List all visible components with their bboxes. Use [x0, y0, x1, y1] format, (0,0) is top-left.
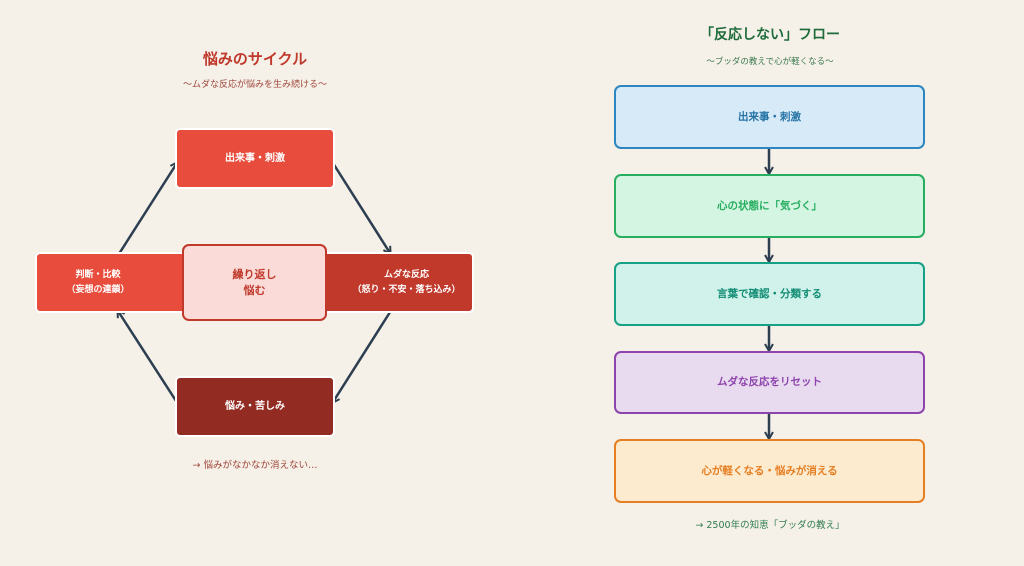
arrow-bottom-to-left [118, 311, 180, 405]
node-judgment: 判断・比較 （妄想の連鎖） [35, 252, 191, 313]
cycle-title: 悩みのサイクル [202, 50, 308, 68]
flow-step-3: 言葉で確認・分類する [614, 262, 925, 326]
arrow-left-to-top [115, 163, 177, 258]
flow-step-4: ムダな反応をリセット [614, 351, 925, 414]
cycle-footer: → 悩みがなかなか消えない… [192, 460, 318, 471]
flow-step-2: 心の状態に「気づく」 [614, 174, 925, 238]
node-reaction: ムダな反応 （怒り・不安・落ち込み） [319, 252, 474, 313]
flow-title: 「反応しない」フロー [700, 27, 840, 43]
flow-step-5: 心が軽くなる・悩みが消える [614, 439, 925, 503]
node-event: 出来事・刺激 [175, 128, 335, 189]
arrow-top-to-right [329, 159, 390, 253]
arrow-right-to-bottom [333, 308, 394, 402]
flow-subtitle: 〜ブッダの教えで心が軽くなる〜 [706, 57, 834, 67]
node-center-repeat: 繰り返し 悩む [182, 244, 327, 321]
flow-footer: → 2500年の知恵「ブッダの教え」 [695, 520, 845, 531]
cycle-subtitle: 〜ムダな反応が悩みを生み続ける〜 [182, 80, 327, 90]
flow-step-1: 出来事・刺激 [614, 85, 925, 149]
node-suffering: 悩み・苦しみ [175, 376, 335, 437]
